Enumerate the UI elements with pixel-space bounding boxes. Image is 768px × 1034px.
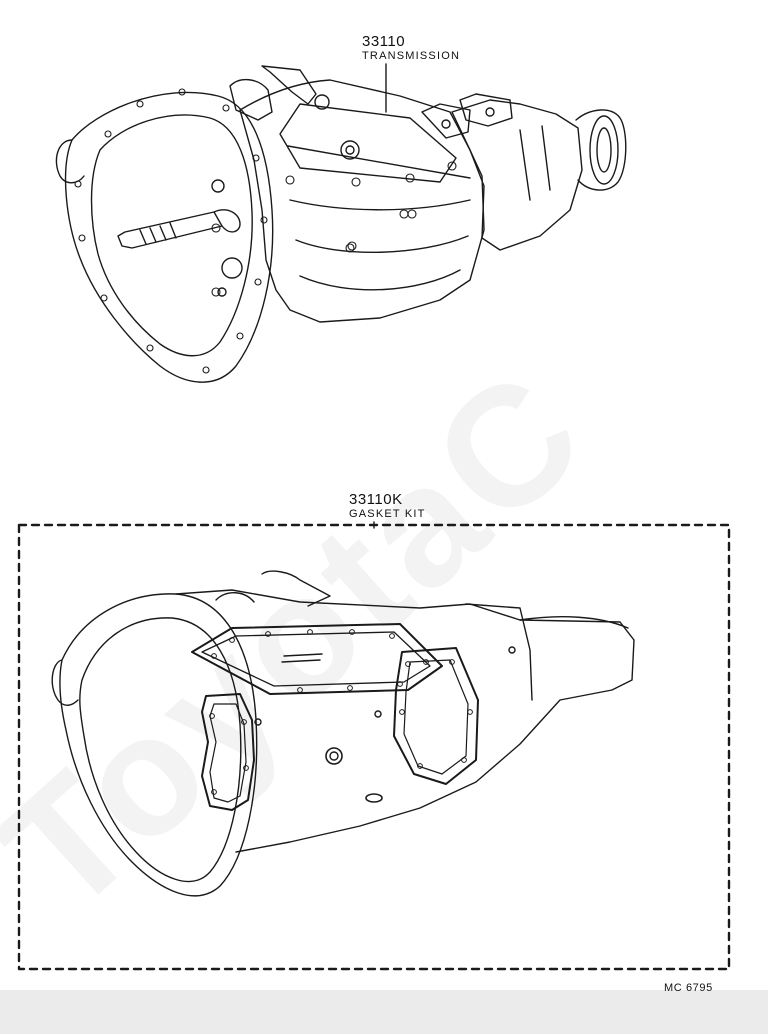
transmission-illustration	[55, 65, 627, 383]
gasket-kit-illustration	[51, 570, 635, 897]
gasket-kit-part-number: 33110K	[349, 491, 403, 508]
transmission-part-number: 33110	[362, 33, 406, 50]
oil-seal	[325, 747, 343, 765]
extension-gasket	[393, 647, 479, 785]
input-shaft	[117, 179, 243, 297]
figure-code: MC 6795	[664, 982, 713, 994]
drain-plug-gasket	[365, 793, 383, 803]
gasket-kit-part-name: GASKET KIT	[349, 508, 426, 520]
front-retainer-gasket	[201, 693, 255, 811]
top-cover-gasket	[191, 623, 443, 695]
gasket-kit-dashed-box	[17, 523, 731, 971]
bellhousing-bolts	[74, 88, 268, 374]
transmission-part-name: TRANSMISSION	[362, 50, 461, 62]
bottom-band	[0, 990, 768, 1034]
